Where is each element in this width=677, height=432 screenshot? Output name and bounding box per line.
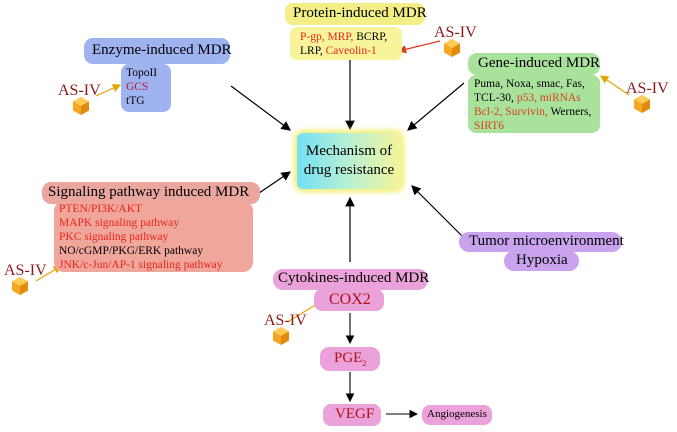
enzyme-title-box <box>84 38 230 64</box>
asiv-arrow-gene <box>600 75 630 96</box>
gene-line1-segment: Puma, Noxa, smac, Fas, <box>474 78 585 90</box>
pge2-subscript: 2 <box>362 359 367 368</box>
signaling-title-box <box>42 182 260 204</box>
cox2-label: COX2 <box>329 291 371 308</box>
angiogenesis-label: Angiogenesis <box>427 408 487 420</box>
gene-line2-segment: TCL-30, <box>474 92 517 104</box>
gene-line2-segment: p53, miRNAs <box>516 92 581 104</box>
center-line-2: drug resistance <box>303 162 395 178</box>
cytokines-title: Cytokines-induced MDR <box>278 270 430 286</box>
signaling-item: PKC signaling pathway <box>59 231 169 243</box>
tumor-line-1: Tumor microenvironment <box>469 233 624 249</box>
signaling-item: NO/cGMP/PKG/ERK pathway <box>59 245 204 257</box>
protein-line2-segment: LRP, <box>300 45 326 57</box>
angiogenesis-box <box>422 405 492 425</box>
tumor-line-2: Hypoxia <box>516 252 568 268</box>
center-line-1: Mechanism of <box>305 143 393 159</box>
pge2-box <box>320 347 380 371</box>
protein-line1-segment: BCRP, <box>356 31 388 43</box>
arrow-tumor-to-center <box>411 185 463 237</box>
protein-line1-segment: MRP, <box>327 31 357 43</box>
hexagon-icon-signaling <box>12 277 28 295</box>
asiv-label-gene: AS-IV <box>626 80 669 97</box>
center-box: Mechanism of drug resistance <box>297 133 401 189</box>
signaling-item: JNK/c-Jun/AP-1 signaling pathway <box>59 259 223 271</box>
enzyme-item: tTG <box>126 95 145 107</box>
signaling-item: MAPK signaling pathway <box>59 217 180 229</box>
asiv-label-enzyme: AS-IV <box>58 82 101 99</box>
gene-line-1: Puma, Noxa, smac, Fas, <box>474 77 585 91</box>
hypoxia-box <box>504 251 579 271</box>
vegf-box <box>323 404 381 426</box>
enzyme-items: TopoII GCS tTG <box>126 66 157 108</box>
hexagon-icon-gene <box>634 95 650 113</box>
protein-line-1: P-gp, MRP, BCRP, <box>300 30 387 44</box>
gene-line4-segment: SIRT6 <box>474 120 504 132</box>
signaling-item: PTEN/PI3K/AKT <box>59 203 143 215</box>
asiv-arrow-protein <box>397 40 441 54</box>
asiv-arrow-enzyme <box>95 84 122 97</box>
cytokines-title-box <box>273 269 428 290</box>
protein-line2-segment: Caveolin-1 <box>325 45 377 57</box>
arrow-gene-to-center <box>407 82 465 131</box>
arrow-enzyme-to-center <box>230 85 291 131</box>
hexagon-icon-cytokines <box>273 327 289 345</box>
pge2-label: PGE2 <box>334 350 366 368</box>
gene-title-box <box>468 53 600 75</box>
asiv-label-protein: AS-IV <box>434 24 477 41</box>
enzyme-item: TopoII <box>126 67 158 79</box>
gene-line-3: Bcl-2, Survivin, Werners, <box>474 105 591 119</box>
tumor-box <box>459 232 622 252</box>
cox2-box <box>314 289 384 311</box>
gene-line-2: TCL-30, p53, miRNAs <box>474 91 581 105</box>
signaling-title: Signaling pathway induced MDR <box>48 184 250 200</box>
enzyme-box <box>121 64 171 112</box>
asiv-label-cytokines: AS-IV <box>264 312 307 329</box>
signaling-box <box>54 201 253 272</box>
protein-title: Protein-induced MDR <box>293 5 427 21</box>
protein-line-2: LRP, Caveolin-1 <box>300 44 377 58</box>
protein-box <box>290 27 402 60</box>
gene-line3-segment: Bcl-2, Survivin, <box>474 106 551 118</box>
vegf-label: VEGF <box>335 406 375 422</box>
asiv-label-signaling: AS-IV <box>4 262 47 279</box>
protein-title-box <box>285 3 425 25</box>
hexagon-icon-protein <box>444 39 460 57</box>
hexagon-icon-enzyme <box>73 97 89 115</box>
protein-line1-segment: P-gp, <box>300 31 328 43</box>
gene-title: Gene-induced MDR <box>478 55 601 71</box>
pge2-text: PGE <box>334 350 363 366</box>
enzyme-item: GCS <box>126 81 149 93</box>
enzyme-title: Enzyme-induced MDR <box>92 42 232 58</box>
gene-line3-segment: Werners, <box>550 106 592 118</box>
gene-box <box>468 75 600 133</box>
gene-line-4: SIRT6 <box>474 119 504 133</box>
